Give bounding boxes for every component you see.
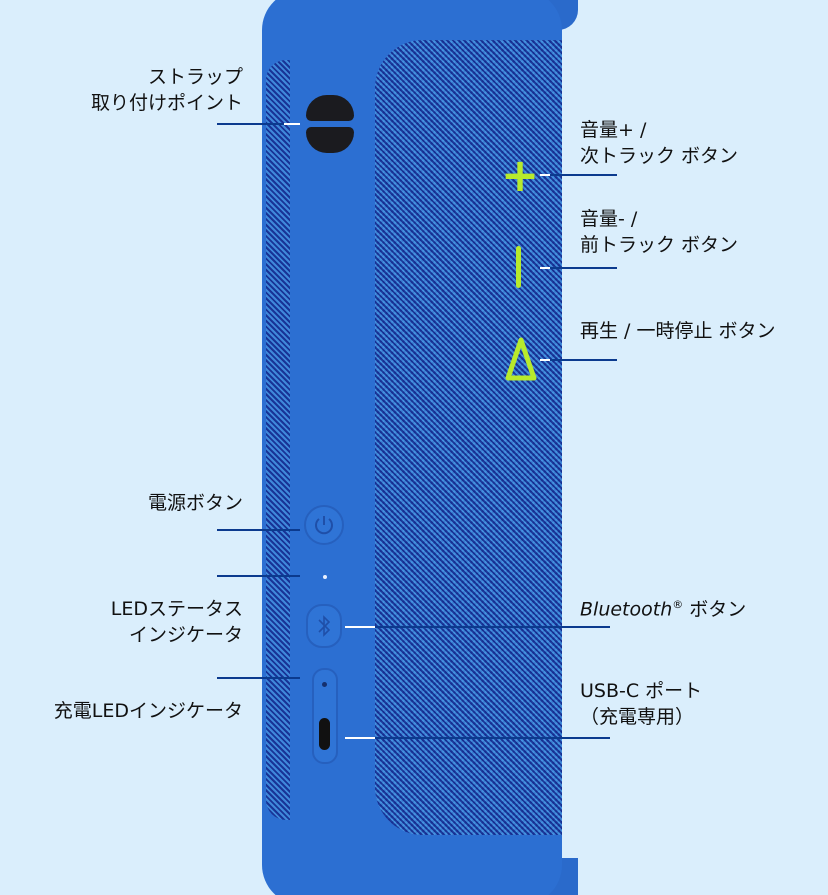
volume-up-label: 音量+ / 次トラック ボタン xyxy=(580,117,738,169)
bluetooth-label-suffix: ボタン xyxy=(683,598,747,621)
usb-c-label-line2: （充電専用） xyxy=(580,706,695,728)
charge-led-leader-line xyxy=(217,677,300,679)
play-pause-icon[interactable] xyxy=(504,336,538,382)
volume-down-icon[interactable] xyxy=(516,246,521,288)
leader-tip xyxy=(540,267,550,269)
leader-tip xyxy=(345,737,375,739)
led-status-label-line2: インジケータ xyxy=(128,624,243,646)
strap-label: ストラップ 取り付けポイント xyxy=(91,64,243,116)
volume-up-label-line2: 次トラック ボタン xyxy=(580,145,739,167)
usb-c-label-line1: USB-C ポート xyxy=(580,680,703,702)
strap-attachment-point xyxy=(306,95,354,153)
bluetooth-icon xyxy=(318,615,331,637)
leader-tip xyxy=(345,626,375,628)
power-button[interactable] xyxy=(304,505,344,545)
power-label: 電源ボタン xyxy=(147,492,243,514)
bluetooth-button[interactable] xyxy=(306,604,342,648)
volume-down-label-line1: 音量- / xyxy=(580,208,638,230)
charge-led-indicator xyxy=(322,682,327,687)
led-status-label: LEDステータス インジケータ xyxy=(111,596,243,648)
bluetooth-leader-line xyxy=(345,626,610,628)
volume-up-label-line1: 音量+ / xyxy=(580,119,647,141)
charge-led-label: 充電LEDインジケータ xyxy=(53,700,243,722)
leader-tip xyxy=(540,359,550,361)
strap-label-line1: ストラップ xyxy=(147,66,243,88)
registered-mark: ® xyxy=(672,598,684,611)
led-status-indicator xyxy=(323,575,327,579)
play-pause-leader-line xyxy=(540,359,617,361)
led-status-leader-line xyxy=(217,575,300,577)
leader-tip xyxy=(540,174,550,176)
strap-label-line2: 取り付けポイント xyxy=(90,92,243,114)
volume-up-leader-line xyxy=(540,174,617,176)
led-status-label-line1: LEDステータス xyxy=(110,598,243,620)
usb-c-port xyxy=(319,718,330,750)
bluetooth-label: Bluetooth® ボタン xyxy=(580,592,746,622)
charging-port-area xyxy=(312,668,338,764)
power-icon xyxy=(315,516,333,535)
power-leader-line xyxy=(217,529,300,531)
usb-c-label: USB-C ポート （充電専用） xyxy=(580,678,702,730)
volume-down-leader-line xyxy=(540,267,617,269)
usb-c-leader-line xyxy=(345,737,610,739)
volume-down-label: 音量- / 前トラック ボタン xyxy=(580,206,738,258)
play-pause-label: 再生 / 一時停止 ボタン xyxy=(580,320,776,342)
volume-down-label-line2: 前トラック ボタン xyxy=(580,234,739,256)
volume-up-icon[interactable]: + xyxy=(500,148,540,202)
speaker-side-grille xyxy=(266,60,290,820)
leader-tip xyxy=(284,123,300,125)
speaker-grille xyxy=(375,40,562,835)
strap-leader-line xyxy=(217,123,300,125)
bluetooth-label-brand: Bluetooth xyxy=(580,598,673,621)
